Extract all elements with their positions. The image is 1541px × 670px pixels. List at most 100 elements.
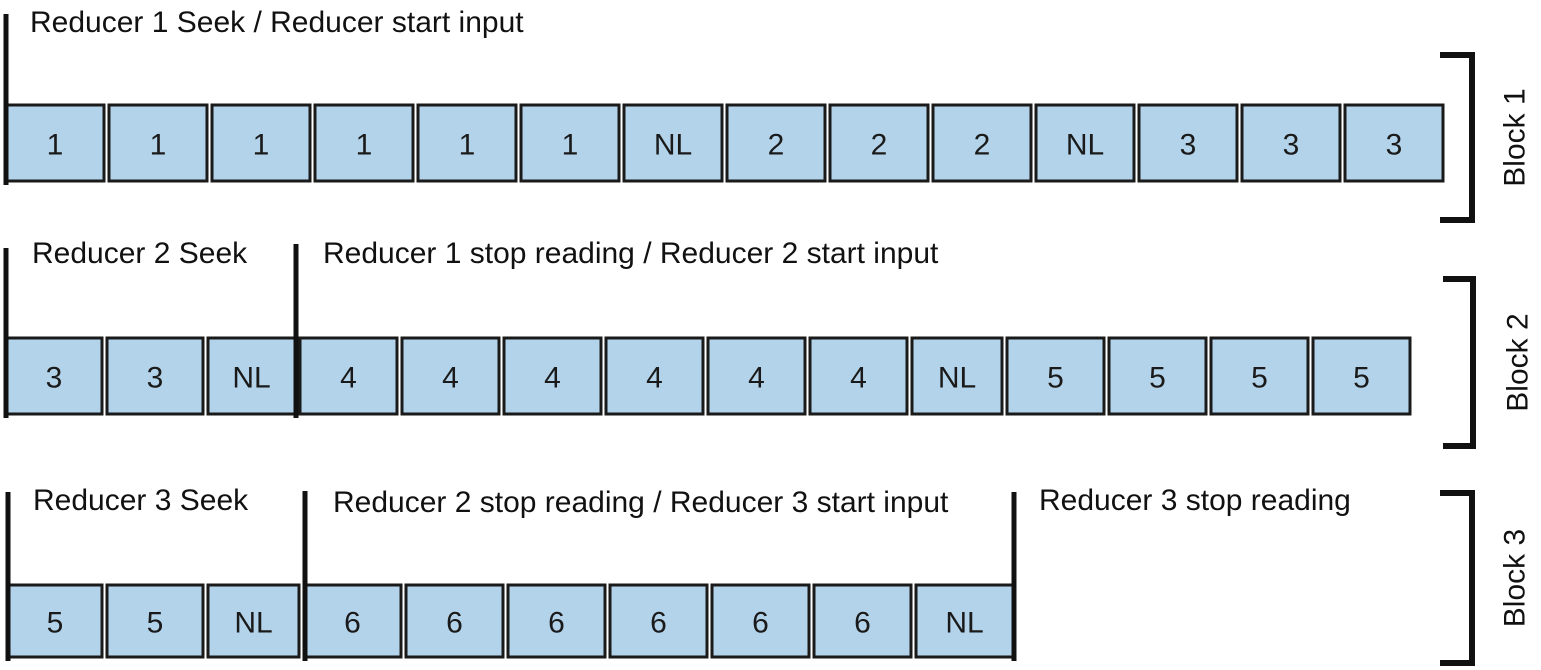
cell-label: 4 — [544, 362, 561, 395]
cell-label: NL — [945, 607, 983, 640]
cell-box — [206, 336, 297, 416]
cell-box — [725, 103, 827, 183]
cell: 3 — [4, 336, 104, 416]
block-bracket — [1440, 490, 1475, 666]
cell-label: 6 — [854, 607, 871, 640]
cell: 5 — [6, 583, 104, 659]
marker-label: Reducer 2 Seek — [32, 237, 248, 270]
cell-label: 4 — [646, 362, 663, 395]
cell: 5 — [1311, 336, 1412, 416]
cell-box — [1005, 336, 1106, 416]
cell: 5 — [1107, 336, 1208, 416]
cell: 2 — [828, 103, 930, 183]
marker-label: Reducer 3 stop reading — [1039, 484, 1351, 517]
cell-box — [298, 336, 399, 416]
marker-label: Reducer 1 stop reading / Reducer 2 start… — [323, 237, 939, 270]
cell-box — [828, 103, 930, 183]
cell: 1 — [107, 103, 209, 183]
cell: 5 — [105, 583, 205, 659]
cell-box — [416, 103, 518, 183]
cell-box — [502, 336, 603, 416]
cell-label: 5 — [1353, 362, 1370, 395]
cell-label: 4 — [442, 362, 459, 395]
block-bracket — [1440, 52, 1475, 223]
block-row: 1 1 1 1 1 1 NL 2 2 2 NL 3 3 3 Reducer 1 Seek / Reducer… — [3, 6, 1532, 223]
cell-box — [105, 336, 205, 416]
cell: 4 — [502, 336, 603, 416]
cell-label: 6 — [344, 607, 361, 640]
cell-label: 1 — [356, 129, 373, 162]
cell: 6 — [812, 583, 913, 659]
cell: 4 — [604, 336, 705, 416]
cell-label: NL — [654, 129, 692, 162]
cell: NL — [1034, 103, 1136, 183]
cell: 6 — [506, 583, 607, 659]
block-label: Block 2 — [1502, 313, 1535, 411]
cell-label: 1 — [150, 129, 167, 162]
cell-box — [107, 103, 209, 183]
cell-label: 2 — [768, 129, 785, 162]
cell: 2 — [725, 103, 827, 183]
cell-box — [622, 103, 724, 183]
cell-box — [710, 583, 811, 659]
cell: 3 — [105, 336, 205, 416]
cell: 1 — [4, 103, 106, 183]
cell-box — [1343, 103, 1445, 183]
cell-box — [404, 583, 505, 659]
cell: 3 — [1343, 103, 1445, 183]
cell-label: 3 — [1283, 129, 1300, 162]
cell: 5 — [1209, 336, 1310, 416]
cell: 4 — [298, 336, 399, 416]
block-label: Block 3 — [1499, 529, 1532, 627]
cell: 1 — [313, 103, 415, 183]
cell-label: 3 — [1180, 129, 1197, 162]
cell-box — [931, 103, 1033, 183]
cell: 1 — [210, 103, 312, 183]
cell-label: 1 — [253, 129, 270, 162]
cell-box — [519, 103, 621, 183]
cell-box — [210, 103, 312, 183]
cell-label: 1 — [47, 129, 64, 162]
cell: 1 — [519, 103, 621, 183]
marker-label: Reducer 2 stop reading / Reducer 3 start… — [333, 486, 949, 519]
cell-box — [506, 583, 607, 659]
cell: 4 — [808, 336, 909, 416]
block-label: Block 1 — [1499, 88, 1532, 186]
cell: NL — [914, 583, 1015, 659]
cell-label: 1 — [459, 129, 476, 162]
cell: 3 — [1137, 103, 1239, 183]
cell-label: 5 — [1047, 362, 1064, 395]
cell-box — [608, 583, 709, 659]
marker-label: Reducer 1 Seek / Reducer start input — [30, 6, 524, 39]
cell: 6 — [404, 583, 505, 659]
cell: 6 — [302, 583, 403, 659]
cell-label: 6 — [650, 607, 667, 640]
cell-label: 2 — [974, 129, 991, 162]
cell-label: 5 — [1251, 362, 1268, 395]
cell-box — [706, 336, 807, 416]
cell: NL — [622, 103, 724, 183]
cell-label: 6 — [548, 607, 565, 640]
cell-label: 5 — [47, 607, 64, 640]
cell-label: 4 — [340, 362, 357, 395]
cell: NL — [206, 583, 301, 659]
cell: 4 — [706, 336, 807, 416]
cell-box — [1311, 336, 1412, 416]
cell: 6 — [608, 583, 709, 659]
cell-label: 4 — [850, 362, 867, 395]
cell: 2 — [931, 103, 1033, 183]
cell-box — [400, 336, 501, 416]
cell-box — [1137, 103, 1239, 183]
block-bracket — [1443, 276, 1476, 449]
cell-label: 3 — [1386, 129, 1403, 162]
cell-label: 6 — [752, 607, 769, 640]
cell-box — [1107, 336, 1208, 416]
cell-box — [910, 336, 1004, 416]
cell: 4 — [400, 336, 501, 416]
cell: 5 — [1005, 336, 1106, 416]
cell-box — [1034, 103, 1136, 183]
marker-label: Reducer 3 Seek — [33, 484, 249, 517]
